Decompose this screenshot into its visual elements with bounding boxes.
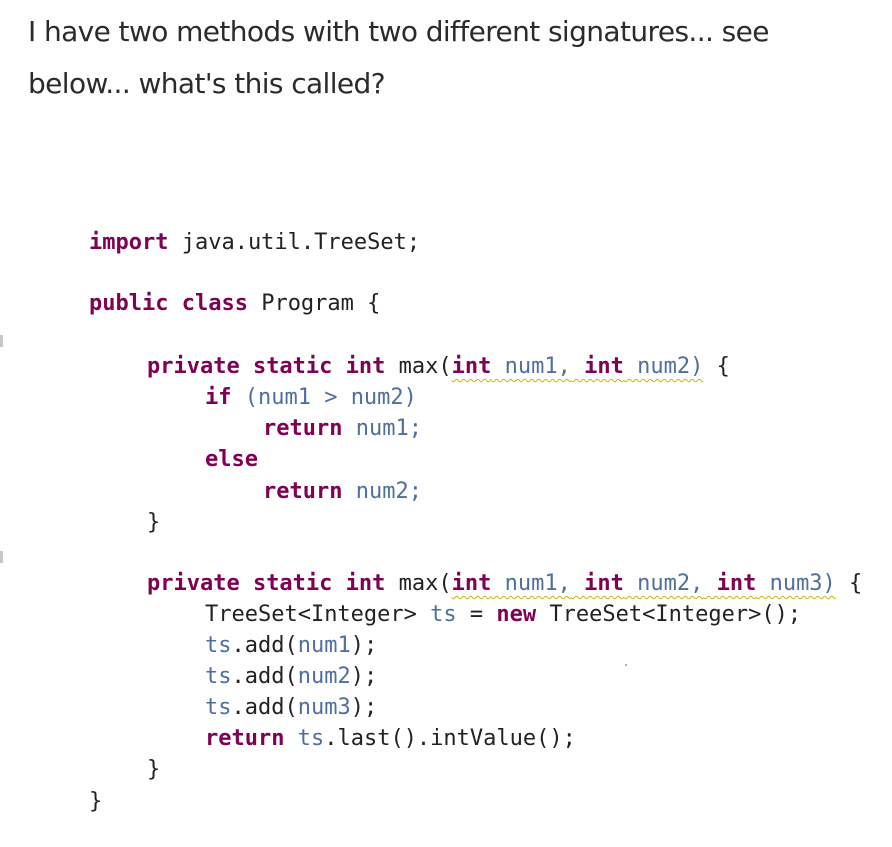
keyword-return: return bbox=[262, 416, 343, 441]
code-line-class-decl: public class Program { bbox=[36, 259, 380, 316]
code-line-if: if (num1 > num2) bbox=[152, 353, 417, 410]
method1-params: int num1, int num2) bbox=[452, 354, 704, 379]
param-name: num2) bbox=[623, 354, 704, 379]
method1-modifiers: private static int bbox=[146, 354, 386, 379]
argument: num1 bbox=[297, 633, 351, 658]
constructor-call: TreeSet<Integer>(); bbox=[536, 602, 802, 627]
param-type: int bbox=[570, 571, 624, 596]
param-type: int bbox=[703, 571, 757, 596]
param-name: num1, bbox=[491, 571, 571, 596]
argument: num2 bbox=[297, 664, 351, 689]
method-call: .add( bbox=[231, 633, 298, 658]
code-line-add-num2: ts.add(num2); bbox=[152, 632, 377, 689]
stray-dot bbox=[625, 664, 627, 666]
method2-modifiers: private static int bbox=[146, 571, 386, 596]
variable-ts: ts bbox=[204, 695, 232, 720]
keyword-import: import bbox=[88, 230, 169, 255]
return-value: num1; bbox=[342, 416, 422, 441]
code-line-return-num1: return num1; bbox=[210, 384, 422, 441]
param-name: num2, bbox=[623, 571, 704, 596]
argument: num3 bbox=[297, 695, 351, 720]
close-brace: } bbox=[146, 757, 161, 782]
code-line-add-num3: ts.add(num3); bbox=[152, 663, 377, 720]
folding-marker bbox=[0, 335, 3, 347]
type-name: TreeSet<Integer> bbox=[204, 602, 417, 627]
method1-name: max( bbox=[385, 354, 452, 379]
code-line-close-method2: } bbox=[94, 725, 160, 782]
method2-name: max( bbox=[385, 571, 452, 596]
method-call: .add( bbox=[231, 664, 298, 689]
question-line-2: below... what's this called? bbox=[28, 67, 386, 100]
variable-ts: ts bbox=[204, 633, 232, 658]
question-line-1: I have two methods with two different si… bbox=[28, 15, 769, 48]
return-value: num2; bbox=[342, 479, 422, 504]
code-line-add-num1: ts.add(num1); bbox=[152, 601, 377, 658]
method-call: .add( bbox=[231, 695, 298, 720]
keyword-new: new bbox=[496, 602, 537, 627]
param-type: int bbox=[451, 571, 492, 596]
class-name: Program { bbox=[247, 291, 381, 316]
code-line-return-num2: return num2; bbox=[210, 447, 422, 504]
assign-operator: = bbox=[456, 602, 497, 627]
code-line-close-method1: } bbox=[94, 478, 160, 535]
keyword-public: public bbox=[88, 291, 169, 316]
variable-ts: ts bbox=[204, 664, 232, 689]
code-line-method1-signature: private static int max(int num1, int num… bbox=[94, 322, 730, 379]
param-type: int bbox=[570, 354, 624, 379]
question-text: I have two methods with two different si… bbox=[28, 6, 868, 110]
open-brace: { bbox=[703, 354, 730, 379]
code-line-treeset-decl: TreeSet<Integer> ts = new TreeSet<Intege… bbox=[152, 570, 801, 627]
call-end: ); bbox=[350, 664, 378, 689]
param-name: num1, bbox=[491, 354, 571, 379]
call-end: ); bbox=[350, 633, 378, 658]
code-screenshot: import java.util.TreeSet; public class P… bbox=[0, 198, 862, 814]
variable-ts: ts bbox=[416, 602, 457, 627]
close-brace: } bbox=[146, 510, 161, 535]
code-line-return-last: return ts.last().intValue(); bbox=[152, 694, 576, 751]
keyword-return: return bbox=[262, 479, 343, 504]
open-brace: { bbox=[835, 571, 863, 596]
close-brace: } bbox=[88, 789, 103, 814]
keyword-else: else bbox=[204, 447, 258, 472]
keyword-class: class bbox=[181, 291, 248, 316]
call-end: ); bbox=[350, 695, 378, 720]
param-type: int bbox=[451, 354, 492, 379]
folding-marker bbox=[0, 551, 3, 563]
variable-ts: ts bbox=[284, 726, 325, 751]
method-chain: .last().intValue(); bbox=[324, 726, 576, 751]
method2-params: int num1, int num2, int num3) bbox=[452, 571, 836, 596]
code-line-method2-signature: private static int max(int num1, int num… bbox=[94, 539, 862, 596]
param-name: num3) bbox=[756, 571, 836, 596]
import-path: java.util.TreeSet; bbox=[168, 230, 421, 255]
code-line-close-class: } bbox=[36, 757, 102, 814]
keyword-return: return bbox=[204, 726, 285, 751]
code-line-else: else bbox=[152, 415, 258, 472]
code-line-import: import java.util.TreeSet; bbox=[36, 198, 420, 255]
if-condition: (num1 > num2) bbox=[231, 385, 417, 410]
keyword-if: if bbox=[204, 385, 232, 410]
